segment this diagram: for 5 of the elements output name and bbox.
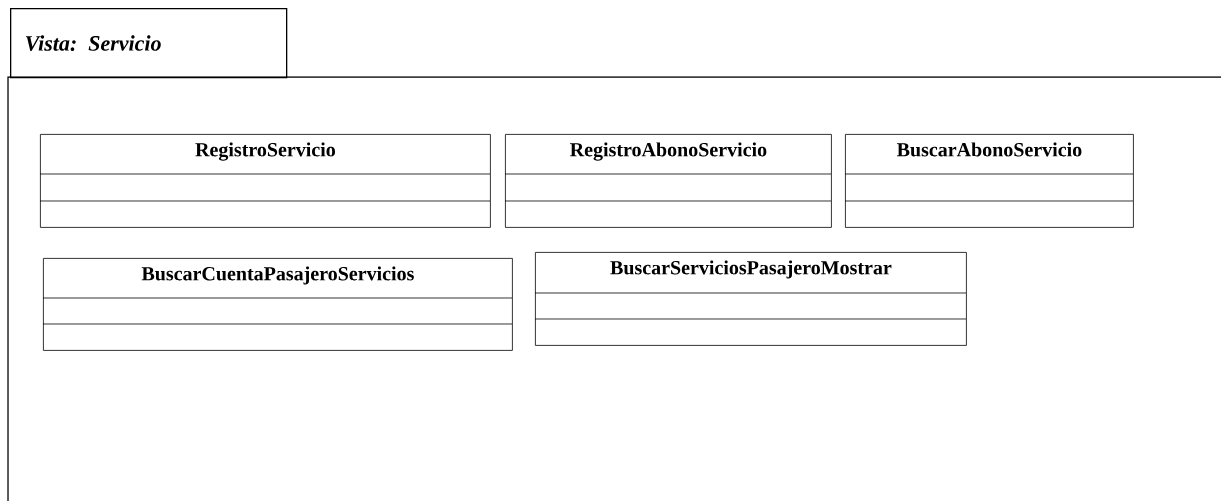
class-box: BuscarAbonoServicio: [844, 134, 1134, 228]
class-box: BuscarCuentaPasajeroServicios: [42, 258, 513, 351]
class-box: BuscarServiciosPasajeroMostrar: [534, 252, 967, 346]
class-box: RegistroServicio: [39, 134, 491, 228]
class-box: RegistroAbonoServicio: [504, 134, 832, 228]
